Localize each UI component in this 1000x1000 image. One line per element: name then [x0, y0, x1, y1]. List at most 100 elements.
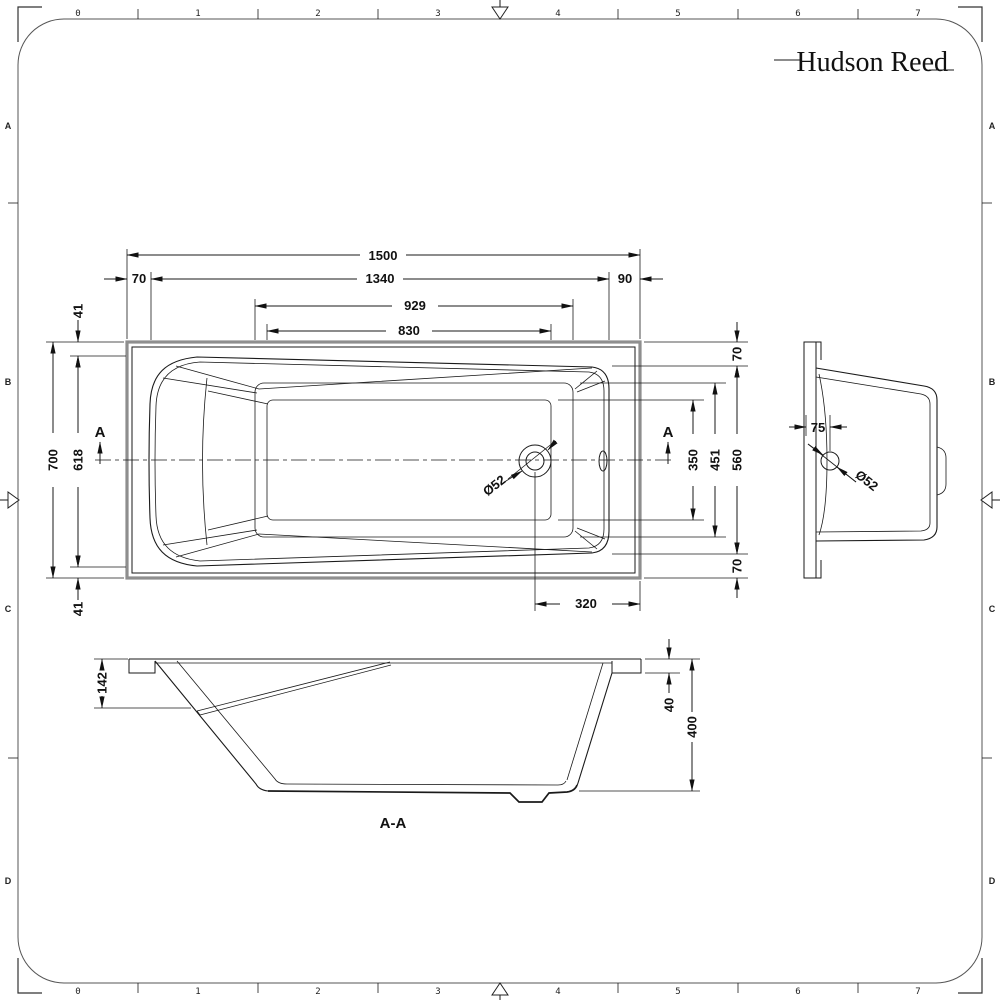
dim-rim-offset-top: 41	[71, 304, 86, 378]
left-ruler-ticks	[8, 202, 18, 759]
right-ruler-ticks	[982, 202, 992, 759]
ruler-label: 7	[915, 9, 920, 19]
dim-drain-offset: 320	[534, 596, 641, 611]
dim-label: 929	[404, 298, 426, 313]
section-tab-left	[128, 659, 156, 674]
dim-label: 400	[685, 716, 700, 738]
corner-mark-bottom-right	[958, 958, 983, 994]
section-title: A-A	[380, 815, 407, 832]
end-body-outline	[815, 367, 938, 542]
end-rim-tabs	[816, 341, 822, 579]
ruler-label: 6	[795, 987, 800, 997]
dim-label: 90	[618, 271, 632, 286]
dim-rim-offset-left: 70	[104, 271, 146, 286]
end-body-inner-lines	[815, 373, 931, 536]
dim-opening-width-right: 560	[730, 365, 745, 555]
drain-leader-line	[507, 441, 555, 480]
ruler-label: 0	[75, 9, 80, 19]
dim-backrest-drop: 142	[95, 658, 110, 709]
sheet-border	[17, 18, 983, 984]
drain-diameter-label: Ø52	[480, 472, 509, 499]
corner-trim-marks	[17, 6, 983, 994]
dim-label: 618	[71, 449, 86, 471]
section-marker-left: A	[95, 424, 106, 464]
dim-label: 142	[95, 672, 110, 694]
ruler-label: D	[989, 876, 996, 886]
ruler-label: A	[989, 121, 996, 131]
ruler-label: 2	[315, 987, 320, 997]
plan-view: Ø52 1500 70 1340	[46, 248, 748, 616]
section-extension-lines	[94, 658, 700, 792]
ruler-label: 7	[915, 987, 920, 997]
dim-drain-offset-end: 75	[789, 415, 847, 436]
corner-mark-top-left	[17, 6, 42, 42]
ruler-label: B	[5, 377, 12, 387]
dim-label: 40	[662, 698, 677, 712]
drain-plan: Ø52	[480, 439, 558, 499]
section-marker-right: A	[663, 424, 674, 464]
dim-label: 451	[708, 449, 723, 471]
registration-arrow-right	[980, 491, 1000, 509]
drain-inner-circle	[525, 451, 545, 471]
dim-label: 700	[46, 449, 61, 471]
section-tab-right	[611, 659, 642, 674]
ruler-label: B	[989, 377, 996, 387]
ruler-label: 4	[555, 9, 560, 19]
section-view: 142 40 400 A-A	[94, 639, 700, 832]
dim-label: 75	[811, 420, 825, 435]
ruler-label: 6	[795, 9, 800, 19]
dim-overall-width: 700	[46, 341, 61, 579]
brand-logo-text: Hudson Reed	[796, 47, 948, 78]
left-ruler: A B C D	[0, 121, 20, 886]
registration-arrow-bottom	[491, 982, 509, 1000]
dim-label: 41	[71, 602, 86, 616]
plan-extension-lines	[46, 249, 748, 611]
dim-label: 830	[398, 323, 420, 338]
right-ruler: A B C D	[980, 121, 1000, 886]
section-marker-label: A	[663, 424, 674, 441]
drain-circle	[820, 451, 840, 471]
dim-label: 70	[730, 559, 745, 573]
corner-mark-bottom-left	[17, 958, 42, 994]
drain-diameter-label: Ø52	[852, 467, 881, 494]
dim-overall-depth: 400	[685, 658, 700, 792]
end-rim-flange	[803, 341, 817, 579]
brand-logo: Hudson Reed	[774, 47, 954, 78]
section-body	[128, 658, 642, 803]
ruler-label: 5	[675, 987, 680, 997]
corner-mark-top-right	[958, 6, 983, 42]
dim-label: 70	[730, 347, 745, 361]
dim-rim-offset-bottom-right: 70	[730, 534, 745, 598]
dim-opening-length: 1340	[150, 271, 610, 286]
ruler-label: 2	[315, 9, 320, 19]
ruler-label: 3	[435, 9, 440, 19]
ruler-label: 1	[195, 9, 200, 19]
top-ruler: 0 1 2 3 4 5 6 7	[75, 0, 921, 20]
bottom-ruler: 0 1 2 3 4 5 6 7	[75, 982, 921, 1000]
dim-opening-width-left: 618	[71, 355, 86, 568]
ruler-label: 3	[435, 987, 440, 997]
dim-label: 320	[575, 596, 597, 611]
dim-label: 70	[132, 271, 146, 286]
dim-rim-offset-right: 90	[618, 271, 663, 286]
dim-label: 560	[730, 449, 745, 471]
end-overflow-bump	[936, 446, 947, 496]
dim-mid-length: 929	[254, 298, 574, 313]
dim-label: 350	[686, 449, 701, 471]
end-view: 75 Ø52	[789, 341, 947, 579]
dim-rim-offset-top-right: 70	[730, 322, 745, 386]
dim-overall-length: 1500	[126, 248, 641, 263]
ruler-label: 4	[555, 987, 560, 997]
section-marker-label: A	[95, 424, 106, 441]
dim-rim-offset-bottom: 41	[71, 545, 86, 616]
top-ruler-ticks	[137, 9, 859, 19]
ruler-label: 5	[675, 9, 680, 19]
registration-arrow-left	[0, 491, 20, 509]
overflow-hole	[598, 450, 608, 472]
ruler-label: A	[5, 121, 12, 131]
dim-rim-depth: 40	[662, 639, 677, 712]
bath-opening-contours	[148, 356, 610, 567]
ruler-label: C	[989, 604, 996, 614]
